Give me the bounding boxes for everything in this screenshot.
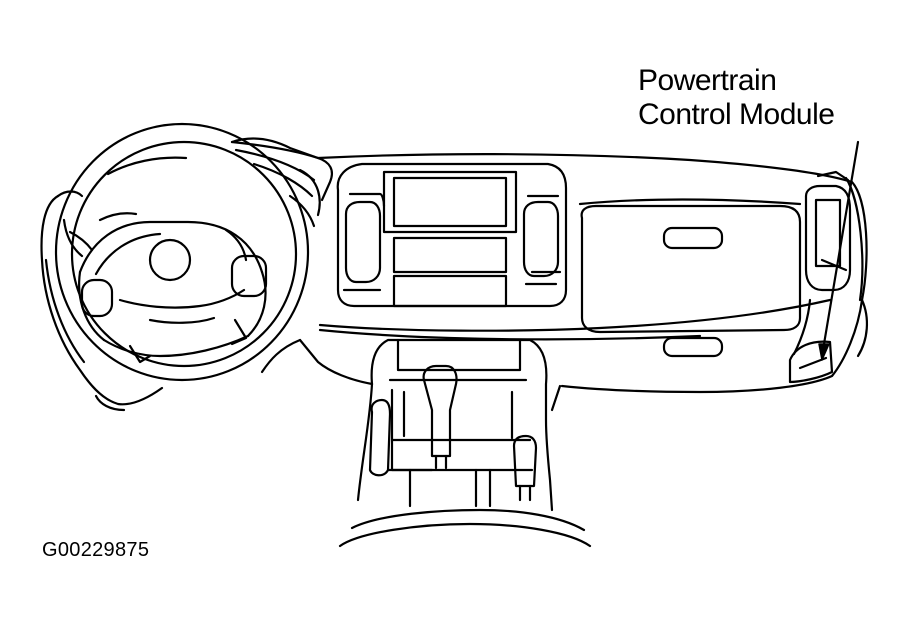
figure-id: G00229875: [42, 539, 150, 561]
center-console: [340, 340, 590, 546]
arrow-head-icon: [819, 344, 829, 360]
horn-center-icon: [150, 240, 190, 280]
callout-line-2: Control Module: [638, 98, 835, 131]
display-screen-icon: [384, 172, 516, 232]
parking-brake-icon: [370, 400, 390, 475]
pcm-callout-label: Powertrain Control Module: [638, 64, 835, 132]
callout-line-1: Powertrain: [638, 64, 777, 97]
steering-wheel: [56, 124, 308, 380]
center-stack: [338, 164, 566, 306]
lower-handle-icon: [664, 338, 722, 356]
glove-box-handle-icon: [664, 228, 722, 248]
callout-arrow: [819, 142, 858, 360]
pcm-location: [790, 342, 832, 382]
gear-shift-icon: [424, 366, 457, 456]
instrument-hood: [236, 150, 314, 226]
glove-box: [580, 200, 800, 357]
transfer-lever-icon: [514, 436, 536, 486]
